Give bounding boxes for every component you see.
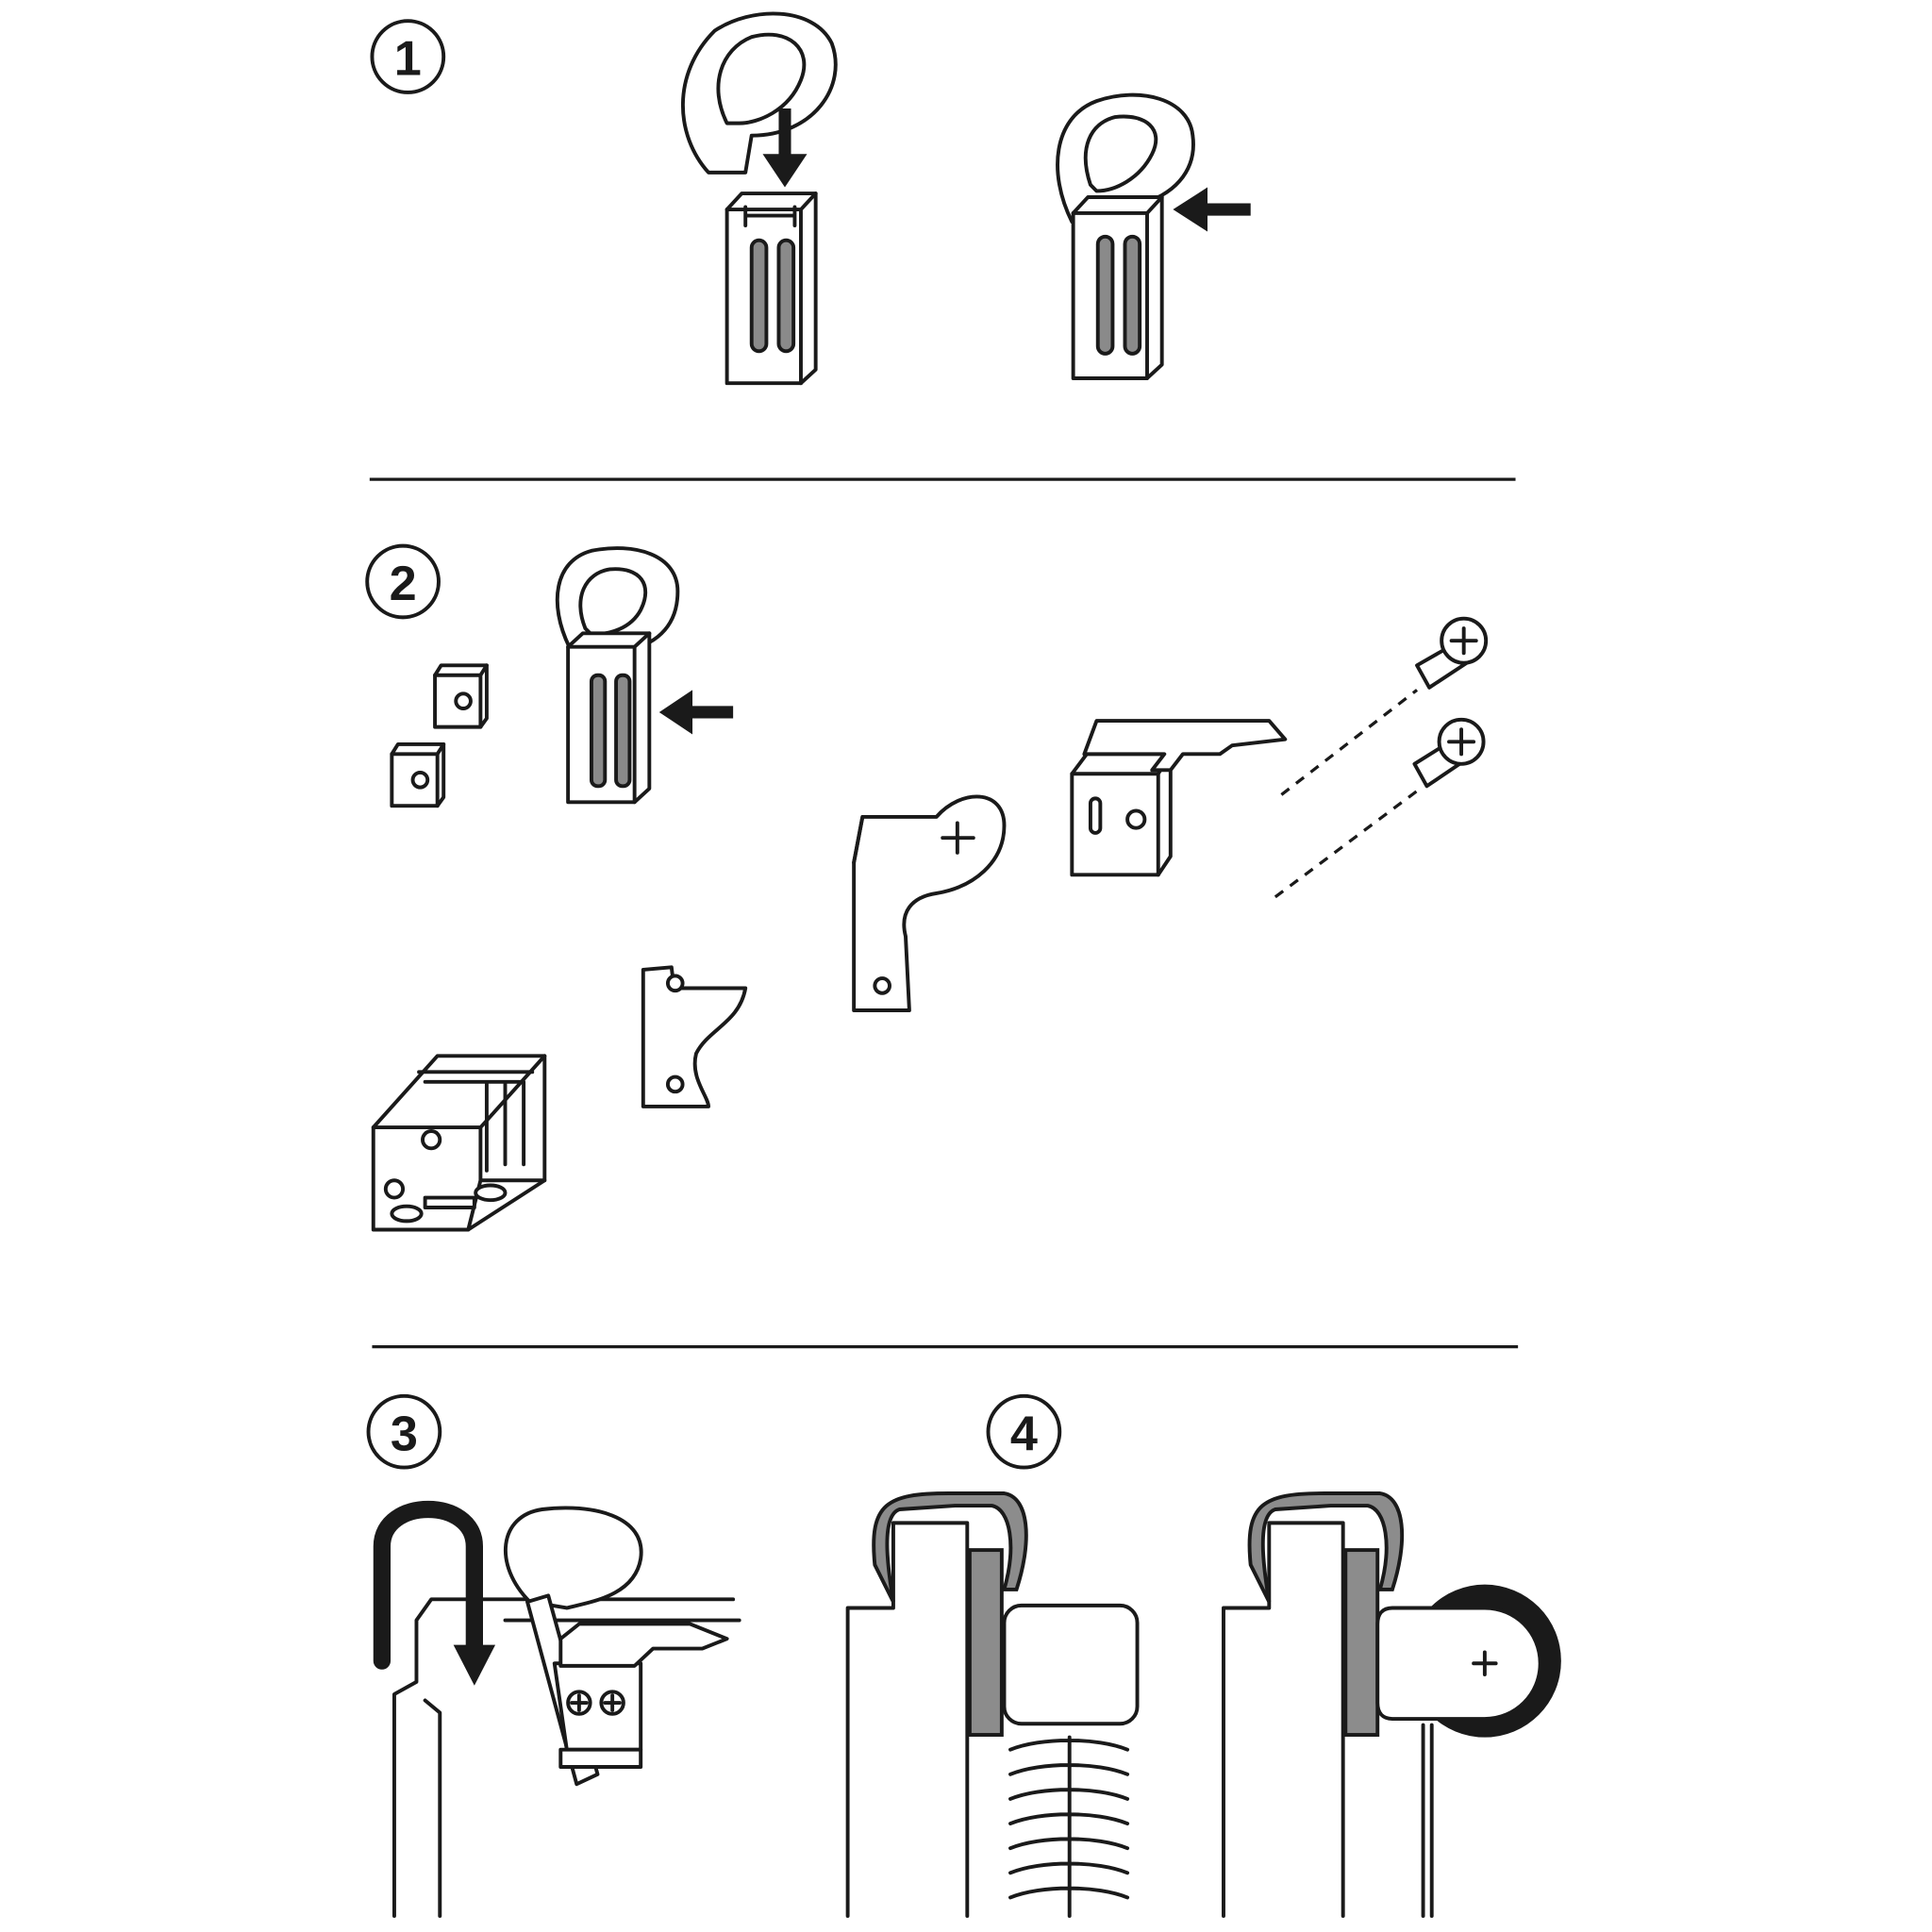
u-turn-arrow-icon	[373, 1501, 483, 1670]
step-4-number: 4	[1010, 1407, 1038, 1461]
step-3-badge: 3	[366, 1393, 442, 1470]
cross-section-roller	[1222, 1491, 1561, 1918]
arrow-down-icon	[762, 108, 808, 188]
small-cube-bottom	[390, 741, 446, 808]
runner-clip-2	[555, 546, 680, 805]
end-cap-block	[371, 1054, 547, 1232]
step-3-number: 3	[391, 1407, 418, 1461]
step-4-badge: 4	[986, 1393, 1062, 1470]
step-2-number: 2	[390, 557, 417, 611]
step-2-badge: 2	[365, 543, 441, 620]
screw-icon-bottom	[1412, 717, 1486, 789]
step-1-number: 1	[394, 32, 422, 87]
small-angle-bracket	[641, 965, 748, 1108]
small-cube-top	[433, 663, 489, 729]
runner-clip-with-ring	[1056, 92, 1195, 380]
step-1-badge: 1	[370, 19, 446, 94]
screw-guide-line-1	[1280, 689, 1419, 796]
wall-bracket	[852, 794, 1007, 1012]
arrow-left-icon	[1173, 187, 1251, 232]
clip-on-rail	[503, 1506, 729, 1787]
cross-section-glider	[845, 1491, 1140, 1918]
curtain-ring-open	[680, 11, 838, 175]
runner-clip-1	[724, 192, 818, 386]
screw-icon-top	[1415, 616, 1489, 690]
ceiling-bracket	[1070, 719, 1288, 877]
arrow-left-icon-2	[658, 690, 734, 735]
screw-guide-line-2	[1274, 790, 1419, 899]
u-turn-arrowhead	[453, 1644, 496, 1686]
